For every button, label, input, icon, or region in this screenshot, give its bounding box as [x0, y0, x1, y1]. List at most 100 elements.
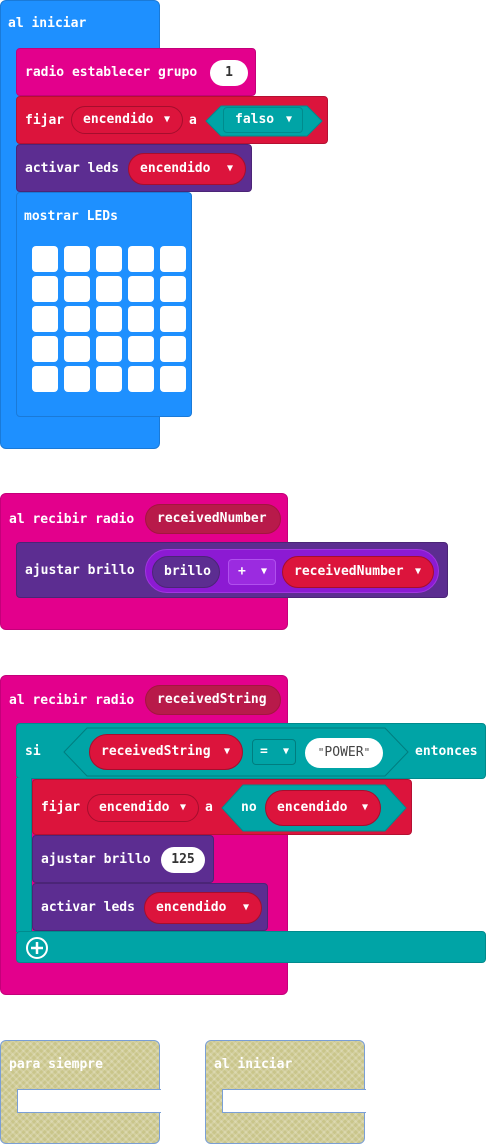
chevron-down-icon: ▼ [285, 114, 292, 125]
activate-leds-label: activar leds [25, 161, 119, 176]
show-leds-label: mostrar LEDs [24, 209, 118, 224]
led-cell[interactable] [64, 276, 90, 302]
on-start-label: al iniciar [8, 16, 87, 31]
received-string-var-text: receivedString [101, 744, 211, 759]
activate-var-name: encendido [140, 161, 211, 176]
if-activate-var-name: encendido [156, 900, 227, 915]
compare-op-dropdown[interactable]: = ▼ [252, 739, 296, 765]
ghost-on-start-slot [222, 1089, 366, 1113]
chevron-down-icon: ▼ [414, 566, 421, 577]
led-cell[interactable] [96, 306, 122, 332]
brightness-value-input[interactable]: 125 [161, 847, 205, 873]
group-number-input[interactable]: 1 [210, 60, 248, 86]
operator-dropdown[interactable]: + ▼ [228, 559, 276, 585]
if-variable-dropdown[interactable]: encendido ▼ [87, 794, 199, 822]
string-input[interactable]: "POWER" [305, 738, 383, 768]
led-cell[interactable] [128, 336, 154, 362]
close-quote-icon: " [363, 746, 371, 759]
activate-leds-block[interactable]: activar leds encendido ▼ [16, 144, 252, 192]
chevron-down-icon: ▼ [179, 802, 186, 813]
set-label: fijar [25, 113, 65, 128]
received-string-param-text: receivedString [157, 692, 267, 707]
open-quote-icon: " [317, 746, 325, 759]
if-block[interactable]: si receivedString ▼ = ▼ "POWER" entonces [16, 723, 486, 779]
not-var-name: encendido [277, 800, 348, 815]
if-activate-leds-label: activar leds [41, 900, 135, 915]
if-set-variable-block[interactable]: fijar encendido ▼ a no encendido ▼ [32, 779, 412, 835]
activate-var-dropdown[interactable]: encendido ▼ [128, 153, 246, 185]
show-leds-block[interactable]: mostrar LEDs [16, 192, 192, 417]
led-cell[interactable] [32, 366, 58, 392]
received-number-param-text: receivedNumber [157, 511, 267, 526]
led-cell[interactable] [160, 336, 186, 362]
to-label: a [189, 113, 197, 128]
if-block-arm [16, 778, 32, 932]
led-cell[interactable] [96, 276, 122, 302]
if-activate-var-dropdown[interactable]: encendido ▼ [144, 892, 262, 924]
chevron-down-icon: ▼ [163, 114, 170, 125]
chevron-down-icon: ▼ [260, 566, 267, 577]
received-number-var[interactable]: receivedNumber ▼ [282, 556, 434, 588]
led-cell[interactable] [64, 306, 90, 332]
boolean-value: falso [235, 112, 275, 127]
if-block-footer[interactable] [16, 931, 486, 963]
then-label: entonces [415, 744, 478, 759]
led-cell[interactable] [128, 276, 154, 302]
led-cell[interactable] [64, 366, 90, 392]
received-string-param[interactable]: receivedString [145, 685, 281, 715]
set-brightness-block[interactable]: ajustar brillo brillo + ▼ receivedNumber… [16, 542, 448, 598]
led-cell[interactable] [128, 246, 154, 272]
string-value: POWER [324, 745, 364, 760]
led-cell[interactable] [96, 366, 122, 392]
brillo-reporter[interactable]: brillo [152, 556, 220, 588]
if-to-label: a [205, 800, 213, 815]
not-label: no [241, 800, 257, 815]
if-set-brightness-label: ajustar brillo [41, 852, 151, 867]
radio-set-group-label: radio establecer grupo [25, 65, 198, 80]
variable-dropdown[interactable]: encendido ▼ [71, 106, 183, 134]
led-cell[interactable] [32, 246, 58, 272]
on-received-string-label: al recibir radio [9, 693, 135, 708]
led-cell[interactable] [96, 336, 122, 362]
set-variable-block[interactable]: fijar encendido ▼ a falso ▼ [16, 96, 328, 144]
chevron-down-icon: ▼ [226, 163, 233, 174]
if-label: si [25, 744, 41, 759]
led-cell[interactable] [64, 246, 90, 272]
led-cell[interactable] [32, 336, 58, 362]
if-set-label: fijar [41, 800, 81, 815]
ghost-forever-block[interactable]: para siempre [0, 1040, 161, 1144]
variable-name: encendido [83, 112, 154, 127]
chevron-down-icon: ▼ [223, 746, 230, 757]
received-string-var[interactable]: receivedString ▼ [89, 734, 243, 770]
led-cell[interactable] [128, 306, 154, 332]
led-cell[interactable] [160, 306, 186, 332]
compare-op-text: = [260, 744, 268, 759]
if-variable-name: encendido [99, 800, 170, 815]
brillo-text: brillo [164, 564, 211, 579]
not-var-dropdown[interactable]: encendido ▼ [265, 790, 381, 826]
led-cell[interactable] [160, 366, 186, 392]
ghost-on-start-block[interactable]: al iniciar [205, 1040, 366, 1144]
operator-text: + [238, 564, 246, 579]
led-cell[interactable] [32, 306, 58, 332]
radio-set-group-block[interactable]: radio establecer grupo 1 [16, 48, 256, 96]
if-activate-leds-block[interactable]: activar leds encendido ▼ [32, 883, 268, 931]
chevron-down-icon: ▼ [282, 746, 289, 757]
ghost-on-start-label: al iniciar [214, 1057, 293, 1072]
led-cell[interactable] [160, 246, 186, 272]
led-cell[interactable] [64, 336, 90, 362]
ghost-forever-slot [17, 1089, 161, 1113]
chevron-down-icon: ▼ [361, 802, 368, 813]
led-cell[interactable] [128, 366, 154, 392]
on-received-number-label: al recibir radio [9, 512, 135, 527]
led-cell[interactable] [160, 276, 186, 302]
add-else-icon[interactable] [25, 936, 49, 960]
boolean-dropdown[interactable]: falso ▼ [223, 107, 303, 133]
math-expression[interactable]: brillo + ▼ receivedNumber ▼ [145, 549, 439, 593]
chevron-down-icon: ▼ [242, 902, 249, 913]
received-number-param[interactable]: receivedNumber [145, 504, 281, 534]
led-cell[interactable] [32, 276, 58, 302]
led-cell[interactable] [96, 246, 122, 272]
if-set-brightness-block[interactable]: ajustar brillo 125 [32, 835, 214, 883]
set-brightness-label: ajustar brillo [25, 563, 135, 578]
